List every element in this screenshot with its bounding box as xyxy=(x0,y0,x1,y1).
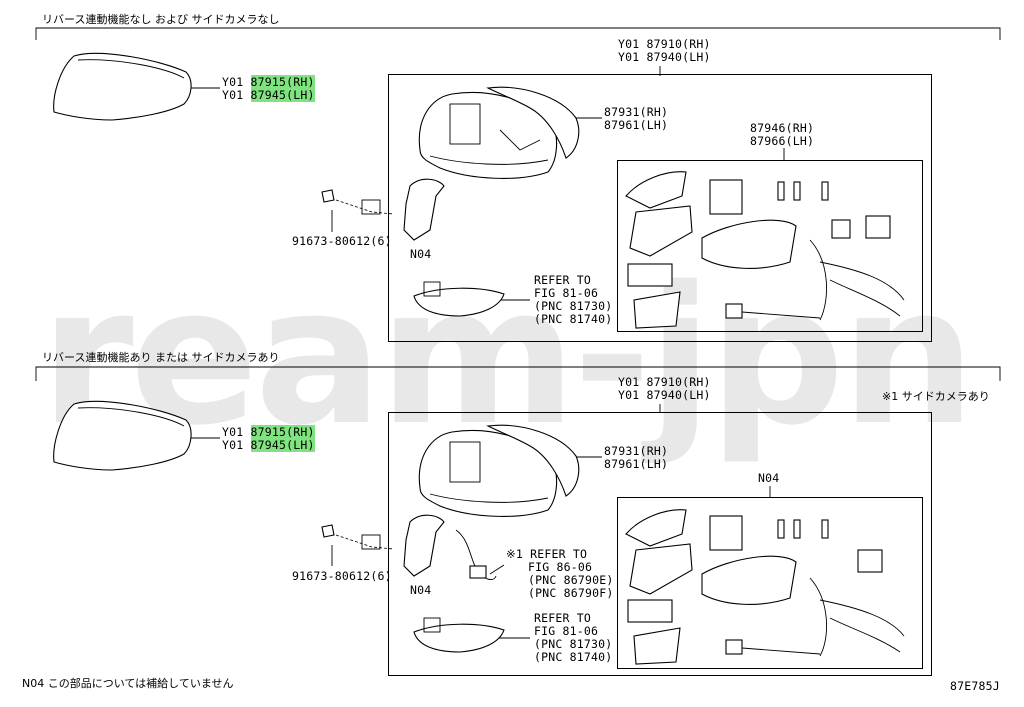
n04-label: N04 xyxy=(410,247,432,261)
refer-camera: ※1 REFER TO FIG 86-06 (PNC 86790E) (PNC … xyxy=(506,548,613,600)
cover-lh-suffix-2: (LH) xyxy=(286,438,315,452)
housing-part-number: 87931(RH) 87961(LH) xyxy=(604,106,668,132)
refer-line-3: (PNC 81730) xyxy=(534,637,613,651)
refer-turn-lamp-2: REFER TO FIG 81-06 (PNC 81730) (PNC 8174… xyxy=(534,612,612,664)
assembly-rh: Y01 87910(RH) xyxy=(618,37,711,51)
cover-prefix: Y01 xyxy=(222,425,244,439)
refer-line-2: FIG 81-06 xyxy=(534,286,599,300)
refer-line-1: REFER TO xyxy=(534,273,591,287)
cover-rh-num-2: 87915 xyxy=(250,425,287,439)
refer-turn-lamp: REFER TO FIG 81-06 (PNC 81730) (PNC 8174… xyxy=(534,274,612,326)
screw-part-number-2: 91673-80612(6) xyxy=(292,569,392,583)
cover-part-number-2: Y01 87915(RH) Y01 87945(LH) xyxy=(222,425,315,452)
refer-line-3: (PNC 81730) xyxy=(534,299,613,313)
section-1-heading: リバース連動機能なし および サイドカメラなし xyxy=(42,13,280,26)
cover-lh-number-2[interactable]: 87945(LH) xyxy=(250,438,315,452)
refer-line-4: (PNC 81740) xyxy=(534,312,613,326)
cover-rh-number-2[interactable]: 87915(RH) xyxy=(250,425,315,439)
section-2-assembly-frame xyxy=(388,412,932,676)
cover-rh-number[interactable]: 87915(RH) xyxy=(250,75,315,89)
subassembly-rh: 87946(RH) xyxy=(750,121,815,135)
subassembly-parts-bottom xyxy=(625,509,905,665)
housing-lh: 87961(LH) xyxy=(604,118,669,132)
cover-lh-num: 87945 xyxy=(250,88,287,102)
assembly-part-number: Y01 87910(RH) Y01 87940(LH) xyxy=(618,38,711,64)
refer-line-1: REFER TO xyxy=(534,611,591,625)
assembly-lh: Y01 87940(LH) xyxy=(618,50,711,64)
cover-rh-suffix-2: (RH) xyxy=(286,425,315,439)
n04-label-2: N04 xyxy=(410,583,432,597)
camera-note: ※1 サイドカメラあり xyxy=(882,390,990,403)
subassembly-part-number: 87946(RH) 87966(LH) xyxy=(750,122,814,148)
cover-prefix: Y01 xyxy=(222,75,244,89)
section-1-assembly-frame xyxy=(388,74,932,342)
figure-code: 87E785J xyxy=(950,679,1000,693)
refer-line-2: FIG 81-06 xyxy=(534,624,599,638)
screw-part-number: 91673-80612(6) xyxy=(292,234,392,248)
cover-part-number: Y01 87915(RH) Y01 87945(LH) xyxy=(222,75,315,102)
cover-lh-num-2: 87945 xyxy=(250,438,287,452)
refer-camera-line-2: FIG 86-06 xyxy=(528,560,593,574)
housing-lh-2: 87961(LH) xyxy=(604,457,669,471)
section-1-subassembly-frame xyxy=(617,160,923,332)
subassembly-n04-label: N04 xyxy=(758,471,780,485)
mirror-housing-top xyxy=(418,86,580,179)
refer-camera-line-1: ※1 REFER TO xyxy=(506,547,588,561)
section-2-heading: リバース連動機能あり または サイドカメラあり xyxy=(42,351,280,364)
mirror-housing-bottom xyxy=(418,424,580,517)
subassembly-lh: 87966(LH) xyxy=(750,134,815,148)
cover-prefix: Y01 xyxy=(222,88,244,102)
housing-rh: 87931(RH) xyxy=(604,105,669,119)
assembly-lh-2: Y01 87940(LH) xyxy=(618,388,711,402)
assembly-rh-2: Y01 87910(RH) xyxy=(618,375,711,389)
cover-prefix: Y01 xyxy=(222,438,244,452)
cover-rh-suffix: (RH) xyxy=(286,75,315,89)
subassembly-parts-top xyxy=(625,171,905,329)
cover-rh-num: 87915 xyxy=(250,75,287,89)
section-2-subassembly-frame xyxy=(617,497,923,669)
refer-camera-line-4: (PNC 86790F) xyxy=(528,586,614,600)
cover-lh-suffix: (LH) xyxy=(286,88,315,102)
refer-camera-line-3: (PNC 86790E) xyxy=(528,573,614,587)
housing-part-number-2: 87931(RH) 87961(LH) xyxy=(604,445,668,471)
refer-line-4: (PNC 81740) xyxy=(534,650,613,664)
cover-lh-number[interactable]: 87945(LH) xyxy=(250,88,315,102)
housing-rh-2: 87931(RH) xyxy=(604,444,669,458)
footer-note: N04 この部品については補給していません xyxy=(22,677,234,690)
assembly-part-number-2: Y01 87910(RH) Y01 87940(LH) xyxy=(618,376,711,402)
